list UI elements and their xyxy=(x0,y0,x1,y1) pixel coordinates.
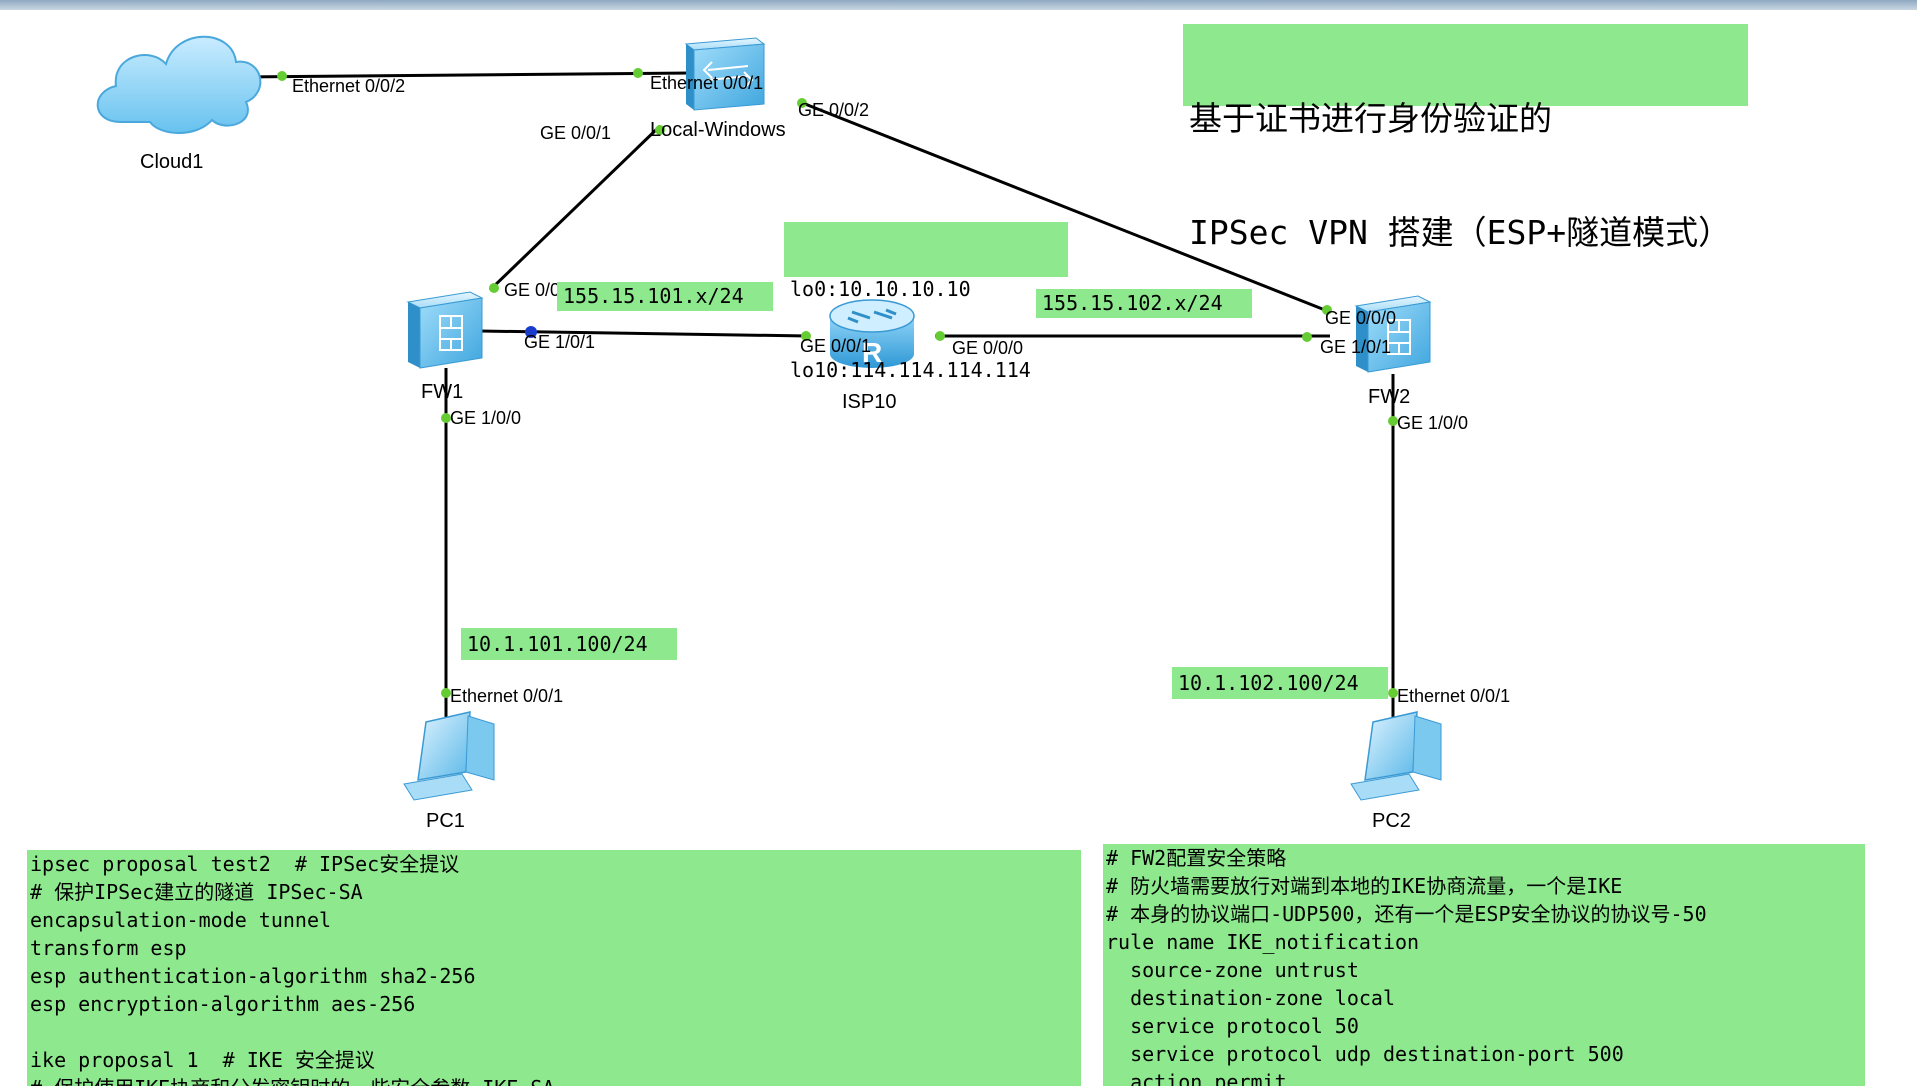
cloud-icon[interactable] xyxy=(96,35,262,134)
fw2-policy-note: # FW2配置安全策略 # 防火墙需要放行对端到本地的IKE协商流量，一个是IKE… xyxy=(1103,844,1865,1086)
port-label: Ethernet 0/0/1 xyxy=(650,73,763,93)
code-line: # 防火墙需要放行对端到本地的IKE协商流量，一个是IKE xyxy=(1106,874,1623,898)
port-label: GE 0/0/2 xyxy=(798,100,869,120)
code-line: ike proposal 1 # IKE 安全提议 xyxy=(30,1048,375,1072)
device-label-isp: ISP10 xyxy=(842,391,896,413)
code-line: service protocol udp destination-port 50… xyxy=(1106,1042,1624,1066)
code-line: esp encryption-algorithm aes-256 xyxy=(30,992,416,1016)
code-line: # FW2配置安全策略 xyxy=(1106,846,1287,870)
port-dot xyxy=(801,331,811,341)
port-dot xyxy=(277,71,287,81)
port-label: GE 1/0/1 xyxy=(1320,337,1391,357)
code-line: destination-zone local xyxy=(1106,986,1395,1010)
loopback-note: lo0:10.10.10.10 lo10:114.114.114.114 xyxy=(784,222,1068,382)
port-label: GE 0/0/1 xyxy=(800,336,871,356)
loopback-line-2: lo10:114.114.114.114 xyxy=(790,358,1031,382)
port-dot xyxy=(441,413,451,423)
pc-icon[interactable] xyxy=(403,711,495,801)
port-label: GE 0/0/1 xyxy=(540,123,611,143)
port-dot xyxy=(633,68,643,78)
pc1-address-note: 10.1.101.100/24 xyxy=(461,628,677,660)
port-label: Ethernet 0/0/1 xyxy=(450,686,563,706)
port-dot xyxy=(1388,688,1398,698)
window-top-bar xyxy=(0,0,1917,10)
port-dot xyxy=(935,331,945,341)
port-dot xyxy=(1322,305,1332,315)
port-label: Ethernet 0/0/1 xyxy=(1397,686,1510,706)
device-label-fw1: FW1 xyxy=(421,381,463,403)
subnet-note-fw1-isp: 155.15.101.x/24 xyxy=(557,282,773,311)
code-line: source-zone untrust xyxy=(1106,958,1359,982)
port-dot xyxy=(1302,332,1312,342)
code-line: action permit xyxy=(1106,1070,1287,1086)
code-line: encapsulation-mode tunnel xyxy=(30,908,332,932)
ipsec-config-note: ipsec proposal test2 # IPSec安全提议 # 保护IPSe… xyxy=(27,850,1081,1086)
code-line: # 保护使用IKE协商和分发密钥时的一些安全参数,IKE-SA xyxy=(30,1074,1081,1086)
code-line xyxy=(30,1018,1081,1046)
pc2-address-note: 10.1.102.100/24 xyxy=(1172,667,1388,699)
code-line: service protocol 50 xyxy=(1106,1014,1359,1038)
port-dot xyxy=(797,98,807,108)
port-label: Ethernet 0/0/2 xyxy=(292,76,405,96)
svg-text:R: R xyxy=(862,337,882,368)
code-line: ipsec proposal test2 # IPSec安全提议 xyxy=(30,852,460,876)
port-dots xyxy=(277,68,1398,698)
link-lsw-fw1 xyxy=(488,124,662,292)
title-line-2: IPSec VPN 搭建（ESP+隧道模式） xyxy=(1189,213,1732,252)
title-line-1: 基于证书进行身份验证的 xyxy=(1189,99,1552,138)
port-dot xyxy=(441,688,451,698)
link-cloud-lsw xyxy=(239,71,693,79)
port-label: GE 1/0/1 xyxy=(524,332,595,352)
port-dot xyxy=(489,283,499,293)
device-label-cloud1: Cloud1 xyxy=(140,151,203,173)
link-lsw-fw2 xyxy=(799,100,1331,314)
port-dot xyxy=(1388,416,1398,426)
device-label-lsw: Local-Windows xyxy=(650,119,786,141)
port-label: GE 1/0/0 xyxy=(450,408,521,428)
firewall-icon[interactable] xyxy=(406,291,484,369)
pc-icon[interactable] xyxy=(1350,711,1442,801)
device-label-pc2: PC2 xyxy=(1372,810,1411,832)
code-line: esp authentication-algorithm sha2-256 xyxy=(30,964,476,988)
port-label: GE 0/0/0 xyxy=(952,338,1023,358)
router-icon[interactable]: R xyxy=(829,299,915,368)
device-label-pc1: PC1 xyxy=(426,810,465,832)
links xyxy=(239,71,1395,718)
switch-icon[interactable] xyxy=(684,37,766,111)
port-dot xyxy=(655,125,665,135)
code-line: # 本身的协议端口-UDP500，还有一个是ESP安全协议的协议号-50 xyxy=(1106,902,1707,926)
loopback-line-1: lo0:10.10.10.10 xyxy=(790,277,971,301)
diagram-title: 基于证书进行身份验证的 IPSec VPN 搭建（ESP+隧道模式） xyxy=(1183,24,1748,252)
device-label-fw2: FW2 xyxy=(1368,386,1410,408)
port-dot xyxy=(525,326,537,338)
port-label: GE 0/0/0 xyxy=(1325,308,1396,328)
code-line: transform esp xyxy=(30,936,187,960)
code-line: rule name IKE_notification xyxy=(1106,930,1420,954)
port-label: GE 1/0/0 xyxy=(1397,413,1468,433)
code-line: # 保护IPSec建立的隧道 IPSec-SA xyxy=(30,880,363,904)
firewall-icon[interactable] xyxy=(1354,295,1432,373)
subnet-note-isp-fw2: 155.15.102.x/24 xyxy=(1036,289,1252,318)
